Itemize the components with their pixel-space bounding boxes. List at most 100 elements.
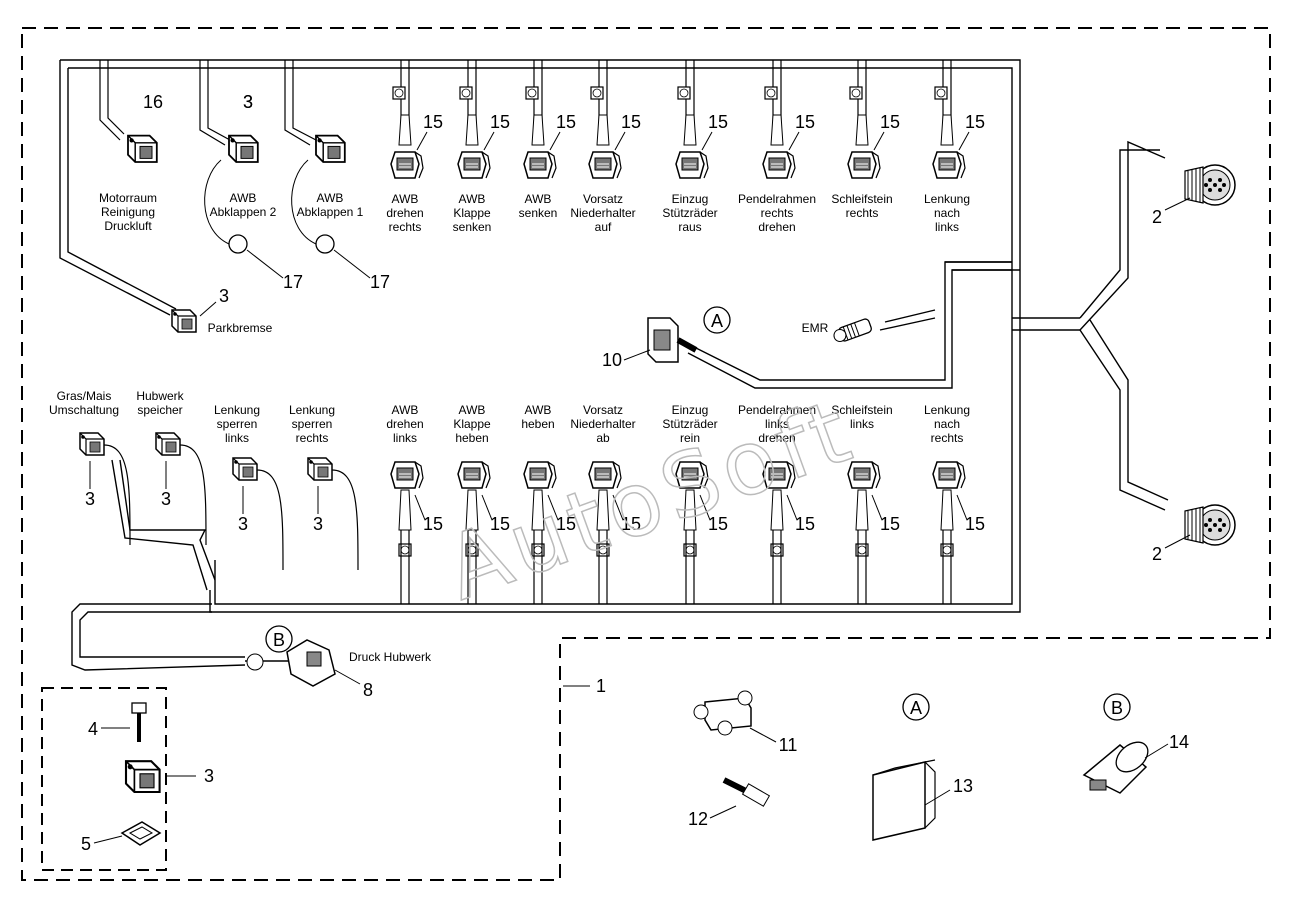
connector-label: AWB bbox=[317, 191, 344, 205]
parkbremse-number: 3 bbox=[219, 286, 229, 306]
top-valve-label: Niederhalter bbox=[570, 206, 635, 220]
seal-part bbox=[120, 821, 162, 846]
ref-circle-b-2 bbox=[1103, 693, 1131, 721]
leader-line bbox=[334, 669, 361, 685]
top-valve-label: Einzug bbox=[672, 192, 709, 206]
part-13-cover bbox=[872, 759, 936, 841]
connector-number: 3 bbox=[313, 514, 323, 534]
leader-line bbox=[199, 301, 217, 317]
plug-top-number: 2 bbox=[1152, 207, 1162, 227]
top-valve-label: AWB bbox=[392, 192, 419, 206]
bolt-part bbox=[131, 702, 147, 742]
leader-line bbox=[1164, 197, 1191, 549]
connector-number: 3 bbox=[238, 514, 248, 534]
bottom-valve-label: drehen bbox=[758, 431, 795, 445]
connector-10-number: 10 bbox=[602, 350, 622, 370]
detail-box-boundary bbox=[41, 687, 167, 871]
emr-connector bbox=[833, 318, 872, 342]
part-14-number: 14 bbox=[1169, 732, 1189, 752]
connector-10-ref: A bbox=[711, 311, 723, 331]
connector-number: 3 bbox=[161, 489, 171, 509]
bottom-valve-label: AWB bbox=[525, 403, 552, 417]
druck-hubwerk-label: Druck Hubwerk bbox=[349, 650, 432, 664]
emr-label: EMR bbox=[802, 321, 829, 335]
bottom-valve-label: Pendelrahmen bbox=[738, 403, 816, 417]
connector-label: Reinigung bbox=[101, 205, 155, 219]
connector-label: rechts bbox=[296, 431, 329, 445]
druck-hubwerk-ref: B bbox=[273, 630, 285, 650]
bottom-valve-number: 15 bbox=[880, 514, 900, 534]
druck-hubwerk-number: 8 bbox=[363, 680, 373, 700]
harness-frame bbox=[59, 59, 1169, 671]
top-valve-label: senken bbox=[453, 220, 492, 234]
connector-label: Abklappen 2 bbox=[210, 205, 277, 219]
bottom-valve-label: Klappe bbox=[453, 417, 491, 431]
top-valve-number: 15 bbox=[423, 112, 443, 132]
plug-part-number: 3 bbox=[204, 766, 214, 786]
top-valve-label: Vorsatz bbox=[583, 192, 623, 206]
bottom-valve-label: drehen bbox=[386, 417, 423, 431]
seal-number: 5 bbox=[81, 834, 91, 854]
top-valve-number: 15 bbox=[621, 112, 641, 132]
bottom-valve-label: Lenkung bbox=[924, 403, 970, 417]
connector-label: Motorraum bbox=[99, 191, 157, 205]
parkbremse-connector bbox=[171, 309, 197, 333]
plug-bottom-number: 2 bbox=[1152, 544, 1162, 564]
bottom-valve-label: ab bbox=[596, 431, 610, 445]
top-valve-label: Pendelrahmen bbox=[738, 192, 816, 206]
top-valve-label: rechts bbox=[389, 220, 422, 234]
bottom-valve-number: 15 bbox=[621, 514, 641, 534]
top-valve-label: raus bbox=[678, 220, 701, 234]
plug-connector-bottom bbox=[1184, 504, 1236, 546]
part-14-ref: B bbox=[1111, 698, 1123, 718]
top-valve-number: 15 bbox=[708, 112, 728, 132]
connector-number: 3 bbox=[243, 92, 253, 112]
top-valve-number: 15 bbox=[490, 112, 510, 132]
part-13-number: 13 bbox=[953, 776, 973, 796]
bottom-valve-label: links bbox=[850, 417, 874, 431]
bottom-valve-label: links bbox=[393, 431, 417, 445]
bottom-valve-label: rein bbox=[680, 431, 700, 445]
connector-label: Umschaltung bbox=[49, 403, 119, 417]
bottom-valve-label: heben bbox=[521, 417, 554, 431]
bottom-valve-label: Vorsatz bbox=[583, 403, 623, 417]
ref-circle-a-2 bbox=[902, 693, 930, 721]
connector-number: 16 bbox=[143, 92, 163, 112]
leader-line bbox=[93, 835, 123, 844]
assembly-number: 1 bbox=[596, 676, 606, 696]
connector-label: speicher bbox=[137, 403, 182, 417]
top-valve-label: rechts bbox=[761, 206, 794, 220]
top-valve-label: drehen bbox=[758, 220, 795, 234]
bottom-valve-number: 15 bbox=[423, 514, 443, 534]
druck-hubwerk-sensor bbox=[246, 639, 336, 687]
bottom-valve-label: heben bbox=[455, 431, 488, 445]
leader-line bbox=[709, 805, 737, 819]
bottom-valve-label: AWB bbox=[459, 403, 486, 417]
top-valve-label: Lenkung bbox=[924, 192, 970, 206]
ref-circle-a bbox=[703, 306, 731, 334]
sub-part-number: 17 bbox=[370, 272, 390, 292]
bottom-valve-label: rechts bbox=[931, 431, 964, 445]
bottom-valve-number: 15 bbox=[795, 514, 815, 534]
leader-line bbox=[749, 727, 777, 743]
ref-circle-b bbox=[265, 625, 293, 653]
sub-part-number: 17 bbox=[283, 272, 303, 292]
connector-label: Hubwerk bbox=[136, 389, 184, 403]
leader-line bbox=[1144, 743, 1169, 759]
top-valve-label: Klappe bbox=[453, 206, 491, 220]
